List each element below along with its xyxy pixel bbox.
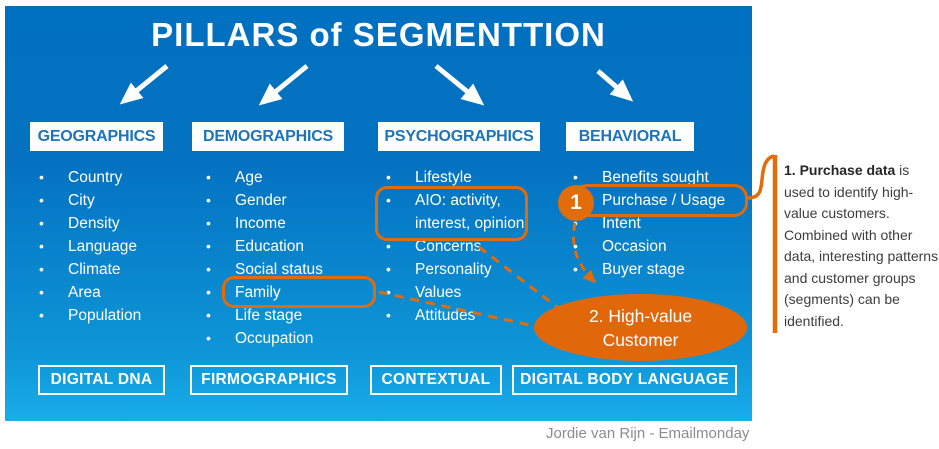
list-item: Gender [205,189,323,212]
list-item-family: Family [205,281,323,304]
list-item: Income [205,212,323,235]
list-item: Age [205,166,323,189]
demographics-list: Age Gender Income Education Social statu… [205,166,323,350]
geographics-list: Country City Density Language Climate Ar… [38,166,141,327]
header-psychographics: PSYCHOGRAPHICS [378,122,540,151]
note-body-text: is used to identify high-value customers… [784,162,939,329]
footer-box-digital-body-language: DIGITAL BODY LANGUAGE [512,365,737,395]
list-item: Density [38,212,141,235]
header-behavioral: BEHAVIORAL [566,122,694,151]
list-item: Country [38,166,141,189]
list-item: Personality [385,258,524,281]
list-item: Education [205,235,323,258]
list-item: Buyer stage [572,258,725,281]
note-bold-text: 1. Purchase data [784,162,896,178]
step1-badge: 1 [558,185,594,221]
list-item-aio-continuation: interest, opinion [415,215,525,232]
list-item: Attitudes [385,304,524,327]
header-demographics: DEMOGRAPHICS [192,122,344,151]
list-item: Population [38,304,141,327]
purchase-highlight-box [573,184,748,217]
list-item: Occasion [572,235,725,258]
footer-box-digital-dna: DIGITAL DNA [38,365,165,395]
footer-box-contextual: CONTEXTUAL [370,365,502,395]
diagram-title: PILLARS of SEGMENTTION [151,16,606,53]
attribution-text: Jordie van Rijn - Emailmonday [546,425,750,442]
family-highlight-box [222,276,376,308]
list-item: Benefits sought [572,166,725,189]
list-item: Lifestyle [385,166,524,189]
list-item: Climate [38,258,141,281]
list-item: Occupation [205,327,323,350]
header-geographics: GEOGRAPHICS [30,122,163,151]
list-item: Area [38,281,141,304]
ellipse-text-line2: Customer [602,329,679,350]
list-item: Values [385,281,524,304]
list-item: Social status [205,258,323,281]
high-value-customer-ellipse: 2. High-value Customer [534,294,747,361]
purchase-data-note: 1. Purchase data is used to identify hig… [784,160,939,332]
list-item-aio: AIO: activity, [385,189,524,212]
list-item: City [38,189,141,212]
list-item: Life stage [205,304,323,327]
ellipse-text-line1: 2. High-value [588,305,693,326]
list-item: Language [38,235,141,258]
footer-box-firmographics: FIRMOGRAPHICS [190,365,348,395]
aio-highlight-box [375,186,528,241]
list-item: Concerns [385,235,524,258]
